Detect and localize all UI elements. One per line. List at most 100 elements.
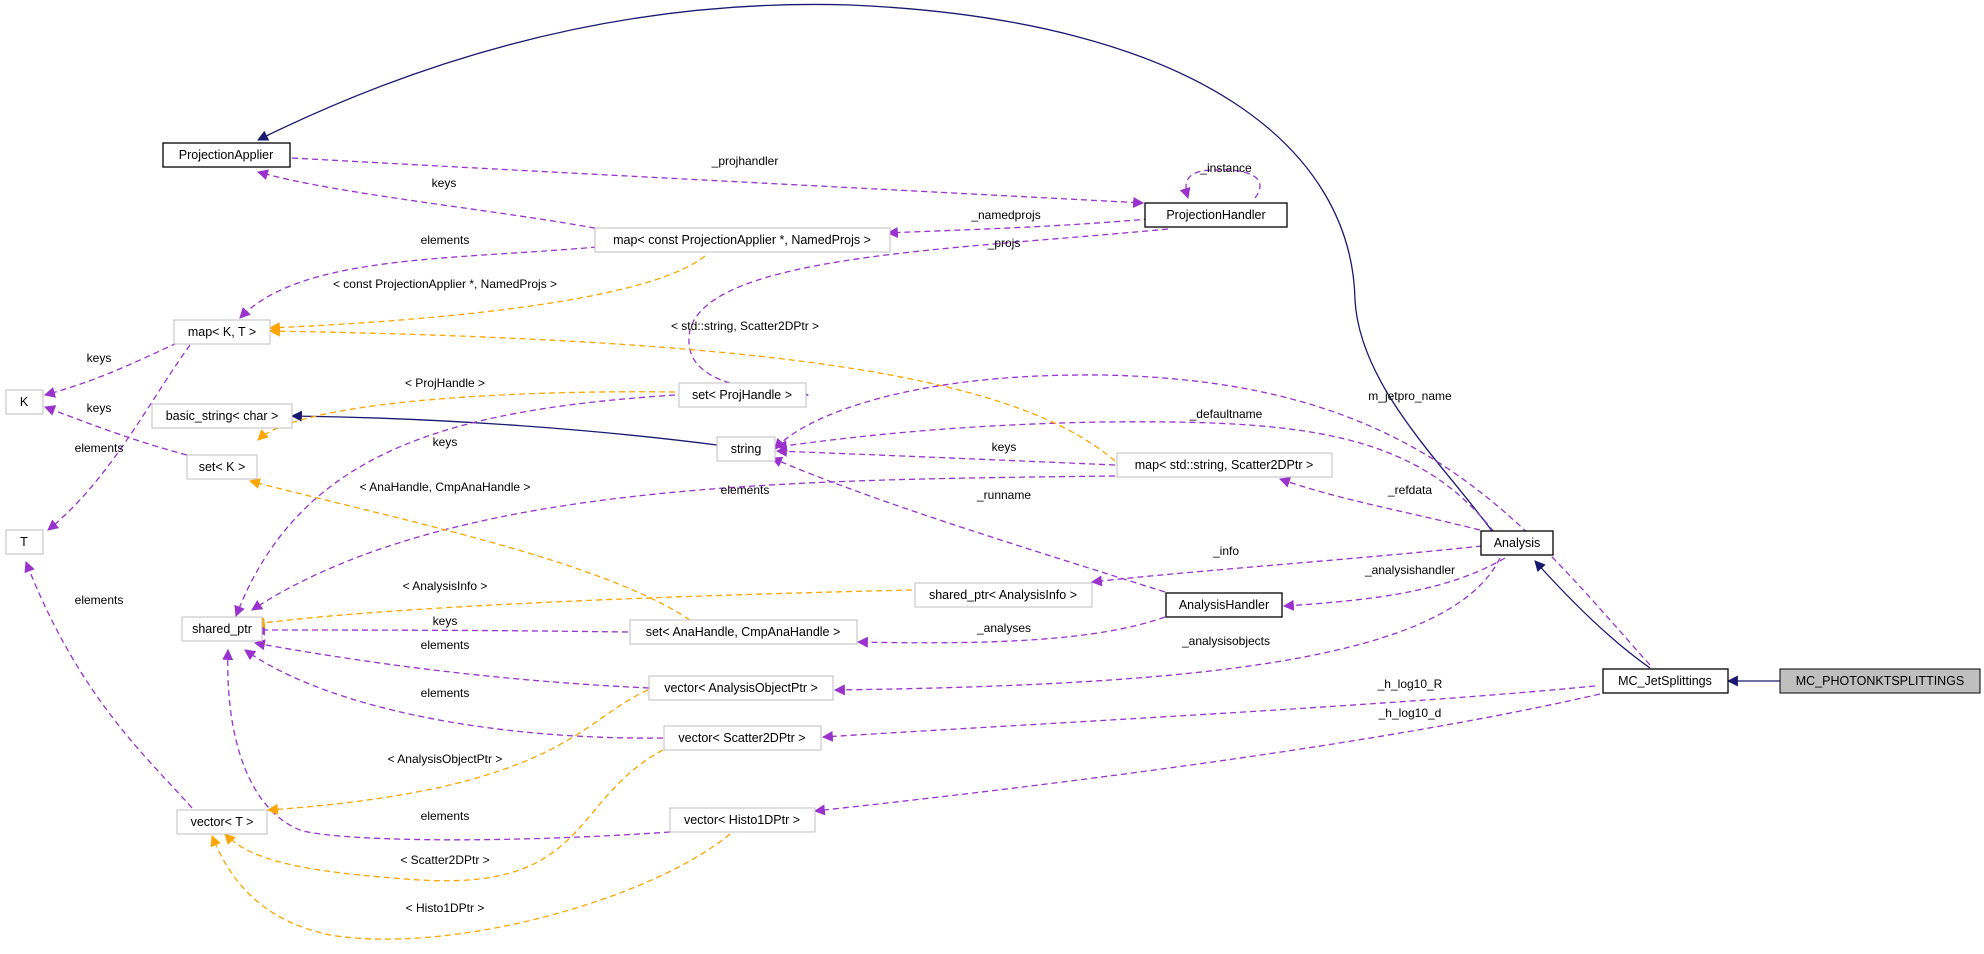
edge-keys-mapstr-to-string [775, 445, 1116, 466]
label-tmpl-analysisobjectptr: < AnalysisObjectPtr > [388, 752, 503, 766]
label-tmpl-projhandle: < ProjHandle > [405, 376, 485, 390]
node-shared-ptr-analysisinfo[interactable]: shared_ptr< AnalysisInfo > [914, 582, 1093, 608]
node-vector-histo1dptr-label: vector< Histo1DPtr > [684, 813, 800, 827]
edge-elements-vechisto-to-shared [222, 648, 671, 841]
edge-defaultname [775, 421, 1501, 541]
edge-refdata [1278, 477, 1481, 531]
label-tmpl-anahandle: < AnaHandle, CmpAnaHandle > [360, 480, 531, 494]
edge-namedprojs [886, 217, 1161, 239]
node-set-projhandle[interactable]: set< ProjHandle > [678, 382, 807, 408]
node-map-string-scatter[interactable]: map< std::string, Scatter2DPtr > [1116, 452, 1333, 478]
label-elements-shared-from-vecao: elements [421, 638, 470, 652]
edge-tmpl-string-scatter [268, 325, 1116, 462]
label-tmpl-const-projapplier: < const ProjectionApplier *, NamedProjs … [333, 277, 557, 291]
node-set-anahandle[interactable]: set< AnaHandle, CmpAnaHandle > [629, 619, 858, 645]
node-analysis-handler[interactable]: AnalysisHandler [1165, 592, 1283, 618]
edge-tmpl-histo1dptr [210, 833, 731, 940]
node-analysis-handler-label: AnalysisHandler [1179, 598, 1269, 612]
edge-tmpl-scatter2dptr [224, 749, 664, 882]
edge-runname [770, 456, 1166, 593]
label-namedprojs: _namedprojs [970, 208, 1040, 222]
edge-keys-setana-to-shared [253, 624, 629, 636]
edge-keys-setk-to-k [43, 405, 188, 456]
node-t[interactable]: T [5, 529, 44, 555]
node-map-const-projapplier[interactable]: map< const ProjectionApplier *, NamedPro… [594, 227, 891, 253]
edge-projhandler [291, 157, 1145, 208]
node-basic-string-char-label: basic_string< char > [166, 409, 279, 423]
label-projhandler: _projhandler [711, 154, 779, 168]
node-vector-scatter2dptr-label: vector< Scatter2DPtr > [678, 731, 805, 745]
node-mc-jetsplittings-label: MC_JetSplittings [1618, 674, 1712, 688]
label-runname: _runname [976, 488, 1031, 502]
node-k-label: K [20, 395, 29, 409]
label-h-log10-r: _h_log10_R [1377, 677, 1443, 691]
label-elements-shared-from-vecscatter: elements [421, 686, 470, 700]
edge-instance [1179, 169, 1261, 200]
edge-keys-map-to-projectionapplier [256, 169, 606, 231]
label-refdata: _refdata [1387, 483, 1432, 497]
node-vector-histo1dptr[interactable]: vector< Histo1DPtr > [669, 807, 816, 833]
node-mc-photonktsplittings[interactable]: MC_PHOTONKTSPLITTINGS [1779, 668, 1981, 694]
node-set-anahandle-label: set< AnaHandle, CmpAnaHandle > [646, 625, 841, 639]
node-map-k-t[interactable]: map< K, T > [173, 319, 271, 345]
node-projection-handler[interactable]: ProjectionHandler [1144, 202, 1288, 228]
node-vector-t-label: vector< T > [191, 815, 254, 829]
node-projection-applier[interactable]: ProjectionApplier [162, 142, 291, 168]
edge-h-log10-d [813, 693, 1601, 816]
node-analysis[interactable]: Analysis [1480, 530, 1554, 556]
node-shared-ptr-analysisinfo-label: shared_ptr< AnalysisInfo > [929, 588, 1077, 602]
node-vector-analysisobjectptr-label: vector< AnalysisObjectPtr > [664, 681, 818, 695]
label-keys-k-from-set: keys [87, 401, 112, 415]
node-t-label: T [20, 535, 28, 549]
node-shared-ptr-label: shared_ptr [192, 622, 252, 636]
label-elements-shared-from-mapstr: elements [721, 483, 770, 497]
label-keys-k-from-map: keys [87, 351, 112, 365]
label-elements-map: elements [421, 233, 470, 247]
label-keys-shared-from-setproj: keys [433, 435, 458, 449]
label-keys-shared-from-setana: keys [433, 614, 458, 628]
label-info: _info [1212, 544, 1239, 558]
label-analyses: _analyses [976, 621, 1031, 635]
label-elements-shared-from-vechisto: elements [421, 809, 470, 823]
node-vector-scatter2dptr[interactable]: vector< Scatter2DPtr > [663, 725, 822, 751]
node-projection-handler-label: ProjectionHandler [1166, 208, 1265, 222]
label-h-log10-d: _h_log10_d [1378, 706, 1442, 720]
edge-elements-mapstr-to-shared [251, 475, 1116, 611]
label-tmpl-histo1dptr: < Histo1DPtr > [406, 901, 485, 915]
label-analysishandler: _analysishandler [1364, 563, 1455, 577]
label-tmpl-analysisinfo: < AnalysisInfo > [403, 579, 488, 593]
edge-analysishandler [1282, 557, 1506, 611]
edge-info [1090, 545, 1483, 587]
node-set-k-label: set< K > [199, 460, 246, 474]
node-vector-t[interactable]: vector< T > [176, 809, 268, 835]
node-map-k-t-label: map< K, T > [188, 325, 256, 339]
edge-projs [688, 228, 1169, 400]
node-basic-string-char[interactable]: basic_string< char > [151, 403, 293, 429]
node-set-k[interactable]: set< K > [186, 454, 258, 480]
node-shared-ptr[interactable]: shared_ptr [181, 616, 263, 642]
node-analysis-label: Analysis [1494, 536, 1541, 550]
node-set-projhandle-label: set< ProjHandle > [692, 388, 792, 402]
edge-keys-shared-from-setprojhandle [234, 394, 676, 618]
edge-h-log10-r [821, 685, 1596, 742]
edge-elements-vecao-to-shared [253, 639, 650, 689]
label-tmpl-string-scatter: < std::string, Scatter2DPtr > [671, 319, 819, 333]
node-projection-applier-label: ProjectionApplier [179, 148, 274, 162]
edge-analysisobjects [833, 557, 1501, 696]
edge-tmpl-analysisobjectptr [266, 689, 649, 815]
edge-inherit-analysis-to-projectionapplier [257, 3, 1501, 543]
label-instance: _instance [1199, 161, 1252, 175]
label-m-jetpro-name: m_jetpro_name [1368, 389, 1452, 403]
edge-elements-vector-to-t [24, 560, 193, 809]
node-mc-photonktsplittings-label: MC_PHOTONKTSPLITTINGS [1796, 674, 1965, 688]
node-k[interactable]: K [5, 389, 44, 415]
label-analysisobjects: _analysisobjects [1181, 634, 1270, 648]
edge-tmpl-const-projapplier [268, 255, 706, 334]
node-string[interactable]: string [716, 436, 776, 462]
edge-inherit-jetsplittings-to-analysis [1534, 560, 1651, 669]
node-vector-analysisobjectptr[interactable]: vector< AnalysisObjectPtr > [648, 675, 834, 701]
edge-elements-map-to-mapkt [239, 246, 598, 319]
edge-elements-mapkt-to-t [47, 344, 191, 531]
node-mc-jetsplittings[interactable]: MC_JetSplittings [1602, 668, 1729, 694]
